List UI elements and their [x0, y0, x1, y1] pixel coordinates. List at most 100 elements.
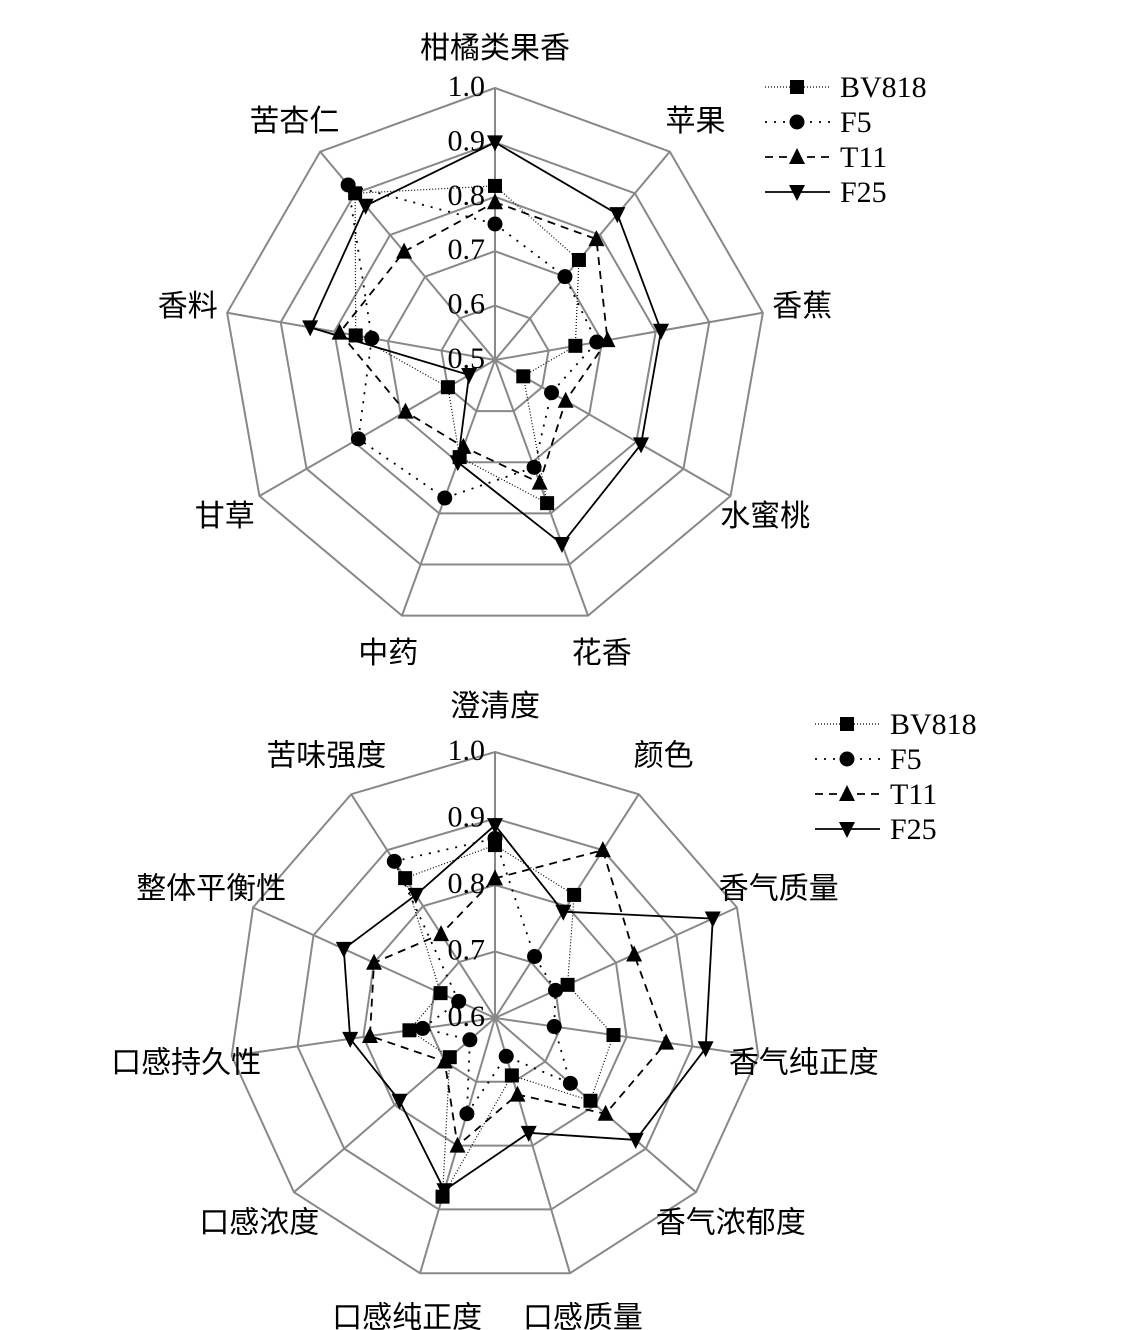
- legend-label: F25: [840, 176, 887, 209]
- data-point: [436, 1183, 453, 1200]
- data-point: [606, 1028, 621, 1043]
- axis-label: 香气浓郁度: [656, 1206, 806, 1239]
- axis-label: 香气质量: [719, 872, 839, 905]
- axis-spoke: [494, 906, 738, 1019]
- legend-marker: [840, 717, 854, 731]
- data-point: [455, 437, 472, 454]
- axis-label: 口感浓度: [199, 1206, 319, 1239]
- axis-label: 苹果: [666, 105, 726, 138]
- tick-label: 1.0: [448, 734, 486, 767]
- series-F25: [302, 135, 670, 554]
- data-point: [398, 871, 413, 886]
- axis-spoke: [231, 1017, 496, 1057]
- data-point: [562, 1075, 578, 1091]
- data-point: [540, 496, 555, 511]
- axis-label: 香气纯正度: [729, 1046, 879, 1079]
- grid-ring: [226, 86, 764, 617]
- axis-spoke: [350, 793, 496, 1019]
- series-line: [368, 849, 668, 1148]
- data-point: [560, 977, 575, 992]
- axis-label: 口感质量: [523, 1301, 643, 1330]
- data-point: [609, 207, 626, 224]
- data-point: [588, 230, 605, 247]
- tick-label: 0.9: [448, 801, 486, 834]
- data-point: [704, 911, 721, 928]
- grid-ring: [386, 250, 604, 464]
- legend-marker: [789, 185, 805, 201]
- data-point: [487, 830, 503, 846]
- legend-marker: [839, 822, 855, 838]
- data-point: [520, 1125, 537, 1142]
- legend-marker: [789, 114, 805, 130]
- legend-item: F5: [765, 106, 872, 139]
- radar-chart-2: 澄清度颜色香气质量香气纯正度香气浓郁度口感质量口感纯正度口感浓度口感持久性整体平…: [111, 690, 977, 1330]
- legend-marker: [789, 148, 805, 164]
- data-point: [568, 338, 583, 353]
- data-point: [449, 1136, 466, 1153]
- data-point: [350, 431, 366, 447]
- axis-spoke: [494, 311, 764, 361]
- data-point: [433, 925, 450, 942]
- axis-label: 苦杏仁: [249, 105, 339, 138]
- axis-spoke: [258, 359, 496, 497]
- tick-label: 0.9: [448, 124, 486, 157]
- legend-label: F5: [840, 106, 872, 139]
- series-F25: [335, 818, 721, 1200]
- data-point: [509, 1085, 526, 1102]
- data-point: [557, 269, 573, 285]
- data-point: [583, 1093, 598, 1108]
- data-point: [391, 1093, 408, 1110]
- data-point: [487, 818, 503, 835]
- data-point: [462, 1032, 478, 1048]
- grid-ring: [333, 195, 657, 515]
- axis-label: 澄清度: [450, 690, 540, 723]
- legend-marker: [839, 785, 855, 801]
- legend-item: T11: [765, 141, 887, 174]
- data-point: [488, 178, 502, 193]
- data-point: [626, 945, 643, 962]
- legend-label: T11: [890, 778, 937, 811]
- axis-label: 中药: [358, 637, 418, 670]
- series-F5: [386, 830, 578, 1122]
- legend-label: F5: [890, 743, 922, 776]
- data-point: [449, 455, 466, 472]
- data-point: [436, 1052, 453, 1069]
- series-line: [308, 141, 663, 546]
- data-point: [498, 1048, 514, 1064]
- data-point: [437, 490, 453, 506]
- data-point: [451, 993, 467, 1009]
- data-point: [653, 323, 670, 340]
- data-point: [361, 1026, 378, 1043]
- axis-label: 水蜜桃: [720, 500, 810, 533]
- axis-label: 柑橘类果香: [420, 32, 570, 65]
- grid-ring: [296, 817, 694, 1211]
- axis-spoke: [494, 359, 732, 497]
- axis-spoke: [494, 1017, 759, 1057]
- axis-label: 花香: [572, 637, 632, 670]
- data-point: [697, 1041, 714, 1058]
- data-point: [504, 1068, 519, 1083]
- axis-label: 口感纯正度: [332, 1301, 482, 1330]
- tick-label: 1.0: [448, 70, 486, 103]
- data-point: [594, 841, 611, 858]
- axis-label: 甘草: [195, 500, 255, 533]
- data-point: [335, 941, 352, 958]
- data-point: [527, 948, 543, 964]
- data-point: [459, 1106, 475, 1122]
- legend-item: F25: [765, 176, 887, 209]
- data-point: [658, 1033, 675, 1050]
- data-point: [487, 135, 503, 152]
- axis-label: 香蕉: [772, 290, 832, 323]
- legend-marker: [790, 80, 804, 94]
- legend-label: T11: [840, 141, 887, 174]
- data-point: [555, 904, 572, 921]
- axis-label: 整体平衡性: [136, 872, 286, 905]
- grid-ring: [362, 883, 628, 1147]
- grid-ring: [279, 141, 711, 566]
- data-point: [397, 402, 414, 419]
- data-point: [402, 1023, 417, 1038]
- grid-ring: [230, 750, 760, 1275]
- data-point: [546, 1019, 562, 1035]
- tick-label: 0.7: [448, 233, 486, 266]
